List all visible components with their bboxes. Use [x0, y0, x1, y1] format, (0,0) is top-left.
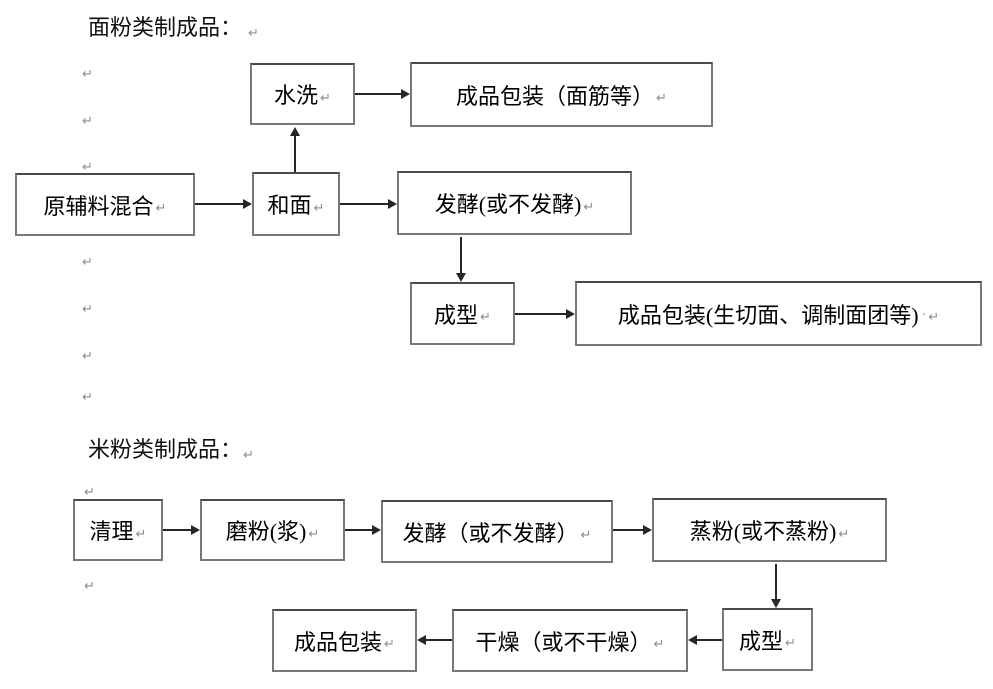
paragraph-mark-icon: ↵ — [838, 526, 850, 542]
paragraph-mark-icon: ↵ — [82, 349, 93, 364]
arrow-fajiao-to-chengxing — [456, 237, 466, 282]
arrow-hemian-to-shuixi — [290, 127, 300, 172]
flow-box-yuanfuliao: 原辅料混合↵ — [15, 173, 195, 236]
box-label: 发酵（或不发酵） — [402, 520, 579, 546]
box-label: 成品包装 — [294, 629, 383, 655]
paragraph-mark-icon: ↵ — [653, 637, 665, 652]
section1-title: 面粉类制成品： ↵ — [88, 10, 259, 42]
paragraph-mark-icon: ↵ — [82, 255, 93, 270]
paragraph-mark-icon: ↵ — [84, 485, 95, 500]
arrow-chengxing-to-ganzao — [688, 635, 722, 645]
box-label: 成型 — [434, 302, 479, 328]
flow-box-chengpin-2: 成品包装↵ — [272, 609, 417, 672]
arrow-shuixi-to-chengpin-mianjin — [355, 89, 410, 99]
paragraph-mark-icon: ↵ — [248, 26, 259, 41]
paragraph-mark-icon: ↵ — [243, 448, 254, 463]
arrow-yuanfuliao-to-hemian — [195, 199, 252, 209]
paragraph-mark-icon: ↵ — [82, 67, 93, 82]
arrow-zhengfen-to-chengxing — [771, 564, 781, 608]
paragraph-mark-icon: ↵ — [82, 390, 93, 405]
flow-box-zhengfen: 蒸粉(或不蒸粉)↵ — [652, 498, 887, 562]
box-label: 成品包装（面筋等） — [456, 83, 655, 109]
paragraph-mark-icon: ↵ — [580, 528, 592, 543]
arrow-ganzao-to-chengpin — [417, 635, 452, 645]
paragraph-mark-icon: ↵ — [308, 526, 320, 542]
section2-title-text: 米粉类制成品： — [88, 437, 243, 462]
section2-title: 米粉类制成品：↵ — [88, 432, 254, 464]
flow-box-chengxing-1: 成型↵ — [410, 282, 515, 345]
box-label: 成型 — [739, 628, 784, 654]
box-label: 清理 — [89, 519, 134, 544]
section1-title-text: 面粉类制成品： — [88, 15, 243, 40]
box-label: 成品包装(生切面、调制面团等) — [617, 302, 919, 328]
paragraph-mark-icon: ↵ — [384, 637, 395, 652]
paragraph-mark-icon: ↵ — [82, 114, 93, 129]
flow-box-shuixi: 水洗↵ — [250, 63, 355, 125]
paragraph-mark-icon: ↵ — [82, 160, 93, 175]
paragraph-mark-icon: ↵ — [135, 526, 147, 542]
space-dot-mark: · — [921, 307, 927, 323]
paragraph-mark-icon: ↵ — [313, 200, 325, 216]
box-label: 水洗 — [274, 83, 319, 108]
flow-box-chengpin-shengqiemian: 成品包装(生切面、调制面团等)·↵ — [575, 281, 982, 346]
arrow-mofen-to-fajiao — [345, 525, 381, 535]
paragraph-mark-icon: ↵ — [155, 201, 167, 216]
flow-box-mofen: 磨粉(浆)↵ — [200, 499, 345, 561]
paragraph-mark-icon: ↵ — [928, 310, 940, 325]
arrow-fajiao-to-zhengfen — [613, 525, 652, 535]
box-label: 磨粉(浆) — [225, 519, 307, 544]
box-label: 干燥（或不干燥） — [475, 629, 652, 655]
paragraph-mark-icon: ↵ — [480, 310, 491, 325]
paragraph-mark-icon: ↵ — [320, 90, 331, 106]
box-label: 和面 — [267, 193, 312, 218]
flow-box-qingli: 清理↵ — [73, 499, 163, 561]
arrow-qingli-to-mofen — [163, 525, 200, 535]
arrow-hemian-to-fajiao — [340, 199, 397, 209]
box-label: 原辅料混合 — [43, 193, 154, 219]
box-label: 发酵(或不发酵) — [434, 192, 582, 217]
box-label: 蒸粉(或不蒸粉) — [689, 519, 837, 544]
flow-box-chengpin-mianjin: 成品包装（面筋等）↵ — [410, 62, 713, 127]
flow-box-fajiao-2: 发酵（或不发酵）↵ — [381, 500, 613, 563]
paragraph-mark-icon: ↵ — [656, 91, 667, 106]
flow-box-chengxing-2: 成型↵ — [722, 608, 813, 671]
paragraph-mark-icon: ↵ — [82, 302, 93, 317]
paragraph-mark-icon: ↵ — [84, 579, 95, 594]
flow-box-ganzao: 干燥（或不干燥）↵ — [452, 609, 688, 672]
flow-box-hemian: 和面↵ — [252, 172, 340, 236]
paragraph-mark-icon: ↵ — [785, 636, 796, 651]
arrow-chengxing-to-chengpin-shengqiemian — [515, 309, 575, 319]
paragraph-mark-icon: ↵ — [583, 199, 595, 215]
flow-box-fajiao-1: 发酵(或不发酵)↵ — [397, 171, 632, 235]
